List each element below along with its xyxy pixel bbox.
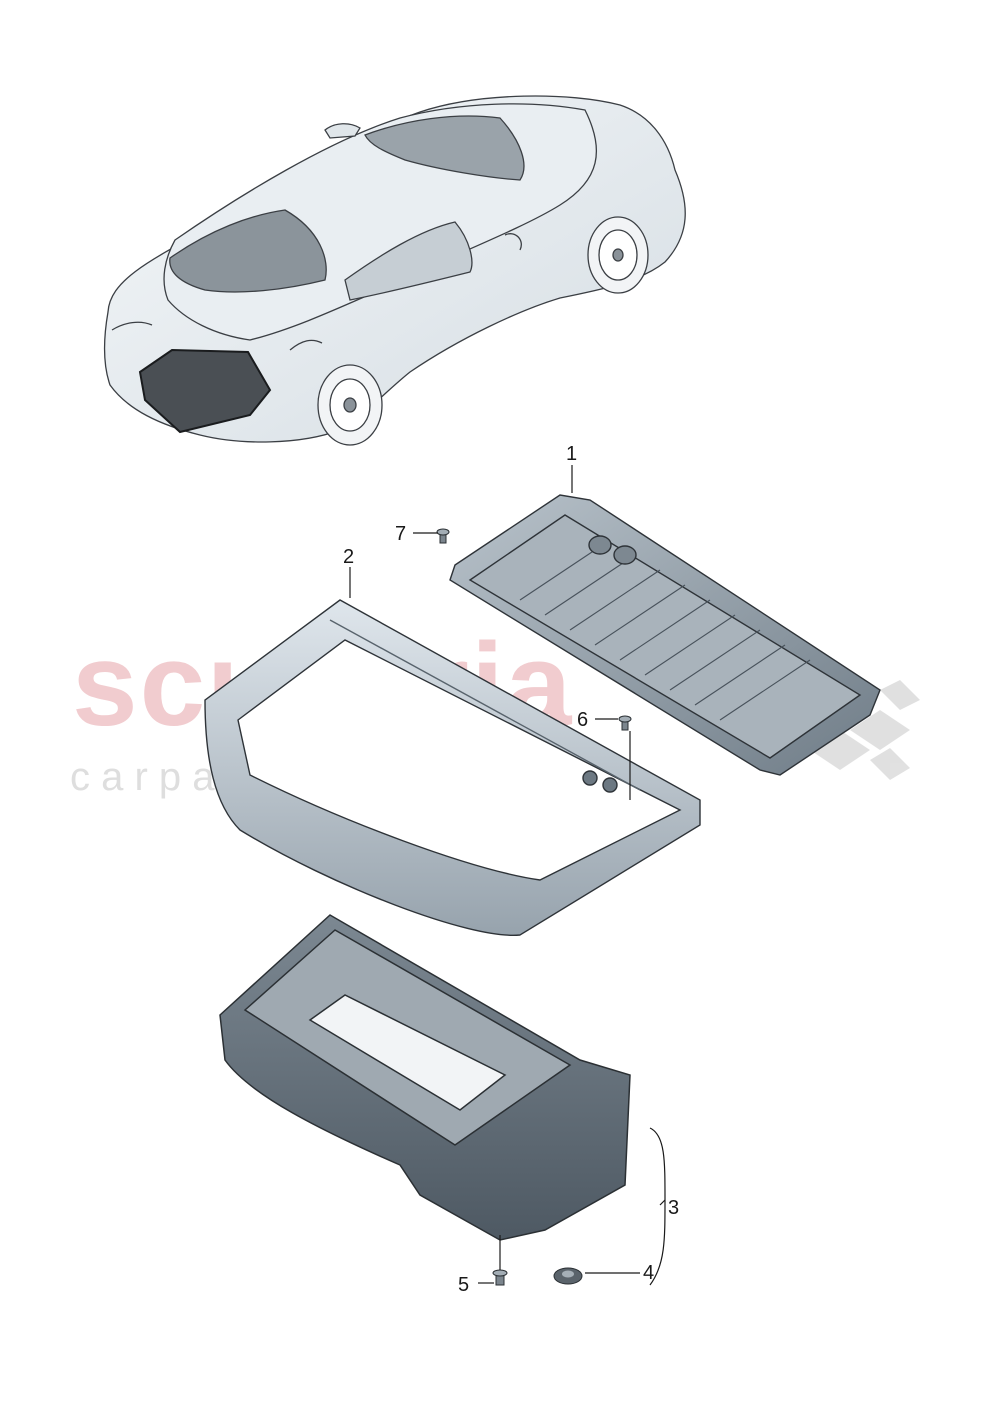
- part-4-grommet: [553, 1267, 583, 1285]
- callout-leaders: [349, 465, 666, 1286]
- callout-7: 7: [395, 523, 406, 545]
- callout-4: 4: [643, 1262, 654, 1284]
- callout-5: 5: [458, 1274, 469, 1296]
- car-illustration: [103, 95, 686, 446]
- callout-3: 3: [668, 1197, 679, 1219]
- part-7-screw: [436, 528, 450, 544]
- callout-1: 1: [566, 443, 577, 465]
- part-1-floor-tray: [449, 494, 881, 776]
- callout-2: 2: [343, 546, 354, 568]
- part-6-screw: [618, 715, 632, 731]
- part-5-clip: [492, 1269, 508, 1286]
- callouts: 1 2 3 4 5 6 7: [343, 443, 679, 1296]
- part-3-storage-tub: [219, 914, 631, 1241]
- part-2-trim-frame: [204, 599, 701, 936]
- callout-6: 6: [577, 709, 588, 731]
